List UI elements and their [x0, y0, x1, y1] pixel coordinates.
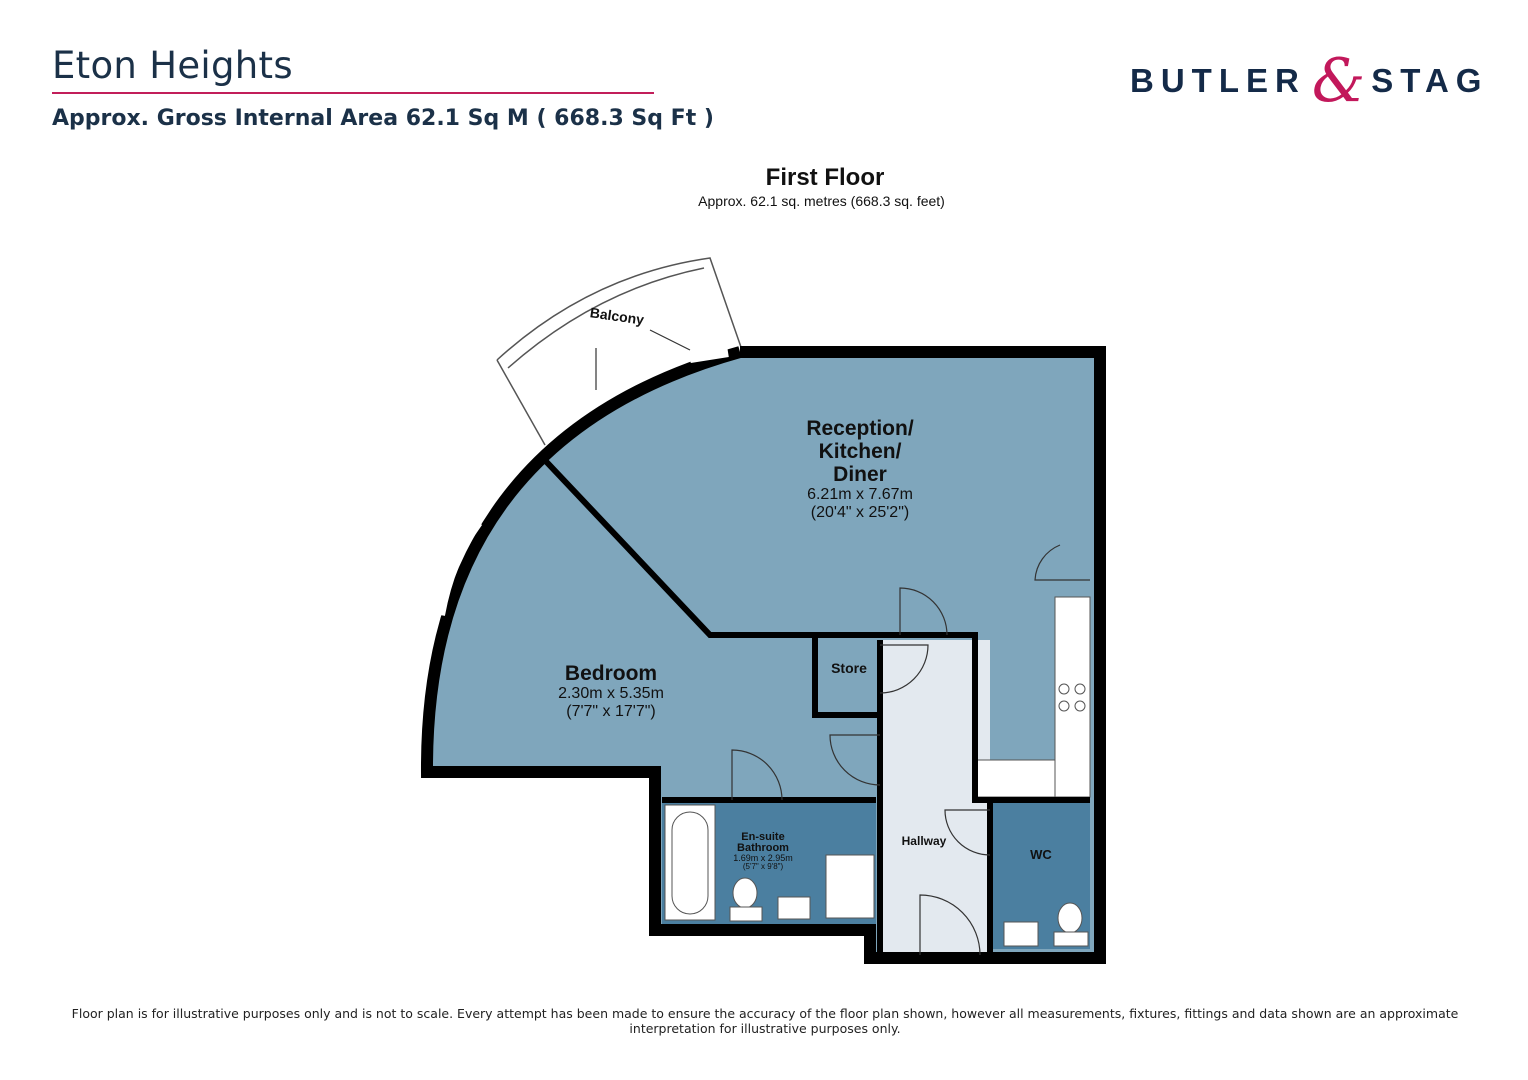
floor-title: First Floor: [765, 164, 885, 191]
logo-right: STAG: [1371, 62, 1489, 99]
disclaimer: Floor plan is for illustrative purposes …: [71, 1006, 1459, 1036]
bedroom-imperial: (7'7" x 17'7"): [566, 703, 656, 720]
logo-left: BUTLER: [1130, 62, 1306, 99]
store-label: Store: [831, 660, 867, 676]
store-fill: [820, 640, 878, 712]
kitchen-units: [1054, 596, 1091, 798]
balcony-label: Balcony: [589, 304, 645, 327]
wc-label: WC: [1030, 847, 1052, 862]
reception-label-3: Diner: [833, 463, 887, 486]
hallway-fill: [880, 640, 990, 952]
ensuite-imperial: (5'7" x 9'8"): [743, 862, 784, 871]
floor-area: Approx. 62.1 sq. metres (668.3 sq. feet): [698, 193, 945, 209]
logo-ampersand: &: [1311, 46, 1366, 116]
ensuite-label-2: Bathroom: [737, 842, 789, 854]
property-title: Eton Heights: [52, 44, 293, 87]
reception-label-2: Kitchen/: [819, 440, 902, 463]
title-divider: [52, 92, 654, 94]
hallway-label: Hallway: [902, 834, 947, 848]
reception-imperial: (20'4" x 25'2"): [811, 504, 909, 521]
ensuite-label: En-suite: [741, 831, 784, 843]
walls: [420, 346, 1106, 964]
reception-label: Reception/: [806, 417, 914, 440]
window: [435, 519, 483, 616]
doors: [595, 329, 1090, 956]
balcony-outline: [496, 257, 743, 369]
bedroom-label: Bedroom: [565, 662, 657, 685]
ensuite-metric: 1.69m x 2.95m: [733, 853, 793, 863]
butler-stag-logo: BUTLER & STAG: [1130, 46, 1489, 116]
reception-metric: 6.21m x 7.67m: [807, 486, 913, 503]
gross-internal-area: Approx. Gross Internal Area 62.1 Sq M ( …: [52, 106, 714, 131]
bedroom-metric: 2.30m x 5.35m: [558, 685, 664, 702]
